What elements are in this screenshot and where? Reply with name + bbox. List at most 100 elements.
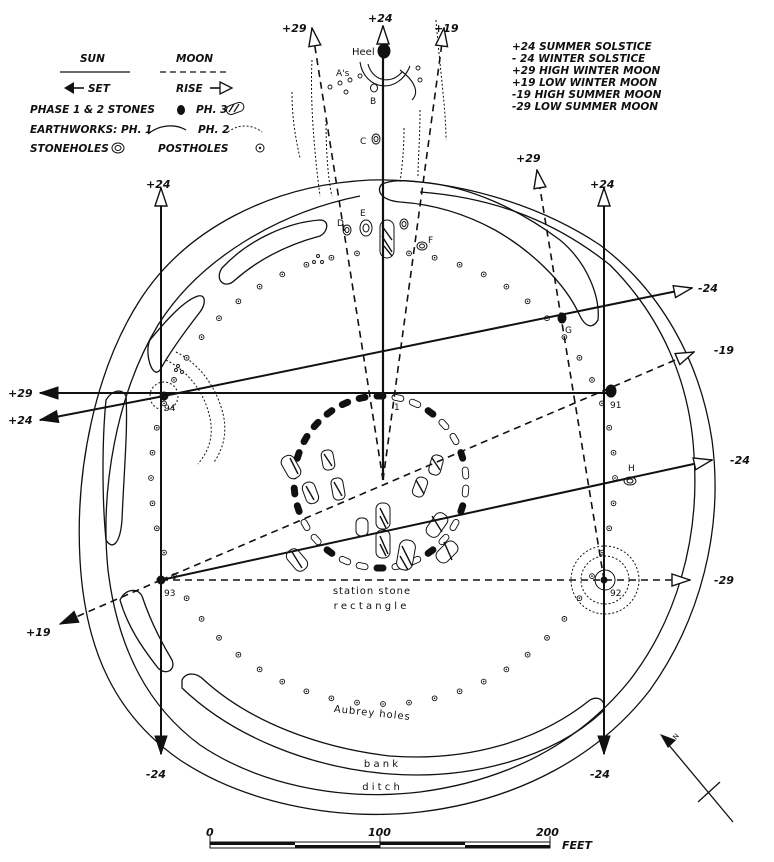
stone-94-label: 94 — [164, 404, 176, 414]
sarsen-stone — [310, 418, 322, 431]
aubrey-hole-center — [526, 300, 529, 303]
aubrey-hole-center — [458, 263, 461, 266]
key-line: -29 LOW SUMMER MOON — [512, 101, 658, 113]
legend: SUN MOON SET RISE PHASE 1 & 2 STONES PH.… — [30, 53, 265, 155]
sarsen-stone — [408, 398, 422, 409]
aubrey-hole-center — [281, 273, 284, 276]
moon-line-plus19-top — [382, 28, 444, 481]
north-arrow: N — [660, 732, 734, 823]
sarsen-stone — [355, 393, 369, 402]
aubrey-hole-center — [614, 477, 616, 479]
f-label: F — [428, 236, 433, 246]
aubrey-hole-center — [382, 703, 384, 705]
aubrey-hole-center — [408, 701, 410, 704]
key-line: -19 HIGH SUMMER MOON — [512, 89, 662, 101]
sarsen-circle — [290, 392, 470, 572]
decl-west-bottom-dashed: +19 — [26, 626, 51, 639]
sarsen-stone — [391, 393, 405, 402]
aubrey-hole-center — [505, 668, 508, 671]
sightlines — [40, 26, 712, 754]
key-line: - 24 WINTER SOLSTICE — [512, 53, 646, 65]
a-postholes — [174, 65, 423, 374]
phase12-stone-icon — [177, 105, 185, 115]
decl-bottom-right: -24 — [590, 768, 610, 781]
aubrey-hole-center — [608, 426, 610, 429]
sarsen-stone — [424, 407, 437, 418]
aubrey-hole-center — [163, 402, 165, 405]
decl-west-upper: +29 — [8, 387, 33, 400]
key-line: +19 LOW WINTER MOON — [512, 77, 657, 89]
aubrey-hole-center — [305, 263, 308, 266]
aubrey-hole-center — [563, 618, 566, 620]
sarsen-stone — [438, 533, 450, 546]
stonehole-icon — [111, 142, 125, 154]
stonehole-b — [370, 83, 378, 93]
aubrey-hole-center — [591, 575, 593, 577]
sarsen-stone — [323, 407, 336, 418]
h-label: H — [628, 464, 635, 474]
line-94-to-east-minus24 — [163, 288, 692, 397]
stone-93-label: 93 — [164, 589, 175, 599]
sarsen-stone — [461, 484, 470, 498]
legend-stoneholes: STONEHOLES — [30, 143, 109, 155]
heel-label: Heel — [352, 47, 375, 58]
trilithon-stone — [280, 454, 302, 480]
aubrey-hole-center — [237, 300, 240, 303]
sarsen-stone — [461, 466, 470, 480]
aubrey-hole-center — [151, 502, 154, 505]
aubrey-hole-center — [330, 697, 333, 700]
aubrey-hole-center — [612, 502, 615, 505]
stonehole-f-inner — [419, 243, 425, 249]
line-93-to-west-plus19 — [60, 579, 162, 625]
decl-top-left-dashed: +29 — [282, 22, 307, 35]
decl-top-left-column: +24 — [146, 178, 171, 191]
sarsen-stone — [338, 398, 352, 409]
station-stone-caption: station stone — [333, 586, 411, 597]
aubrey-hole-center — [258, 668, 261, 671]
stone-91-label: 91 — [610, 401, 621, 411]
aubrey-hole-center — [185, 357, 188, 359]
north-label: N — [671, 732, 681, 741]
aubrey-hole-center — [156, 426, 158, 429]
declination-key: +24 SUMMER SOLSTICE - 24 WINTER SOLSTICE… — [512, 41, 662, 113]
d-label: D — [337, 219, 344, 229]
trilithons — [280, 449, 459, 572]
legend-sun: SUN — [80, 53, 105, 65]
aubrey-hole-center — [330, 256, 333, 259]
legend-rise: RISE — [176, 83, 204, 95]
north-arrow-icon — [660, 734, 676, 748]
key-line: +29 HIGH WINTER MOON — [512, 65, 660, 77]
aubrey-hole-center — [608, 527, 610, 530]
sarsen-stone — [449, 518, 460, 532]
heel-ditch-arc-2 — [359, 61, 411, 87]
sarsen-stone — [373, 564, 387, 572]
g-label: G — [565, 326, 572, 336]
stonehole-near-entrance-inner — [401, 221, 407, 227]
trilithon-stone — [375, 502, 391, 530]
aubrey-hole-center — [258, 285, 261, 288]
captions: station stone r e c t a n g l e Aubrey h… — [333, 586, 411, 793]
legend-phase12: PHASE 1 & 2 STONES — [30, 104, 155, 116]
trilithon-hatching — [289, 453, 453, 571]
rectangle-caption: r e c t a n g l e — [334, 601, 407, 612]
aubrey-holes — [148, 249, 618, 707]
rise-arrow-icon — [219, 80, 234, 96]
ditch-segment-ne — [378, 180, 599, 327]
bank-caption: b a n k — [364, 759, 398, 770]
aubrey-hole-center — [482, 680, 485, 683]
sarsen-stone — [293, 502, 303, 515]
ditch-outline — [78, 179, 716, 815]
ditch-segment-93 — [119, 589, 174, 673]
aubrey-hole-center — [601, 551, 603, 554]
legend-moon: MOON — [176, 53, 213, 65]
aubrey-hole-center — [200, 336, 203, 338]
ph2-avenue-right-3 — [399, 127, 405, 183]
bank-outline — [105, 191, 696, 796]
scale-unit: FEET — [562, 839, 594, 852]
aubrey-hole-center — [356, 252, 358, 255]
ph2-avenue-right-2 — [417, 109, 421, 177]
aubrey-hole-center — [185, 597, 188, 599]
aubrey-hole-center — [281, 680, 284, 683]
aubrey-hole-center — [612, 451, 615, 454]
